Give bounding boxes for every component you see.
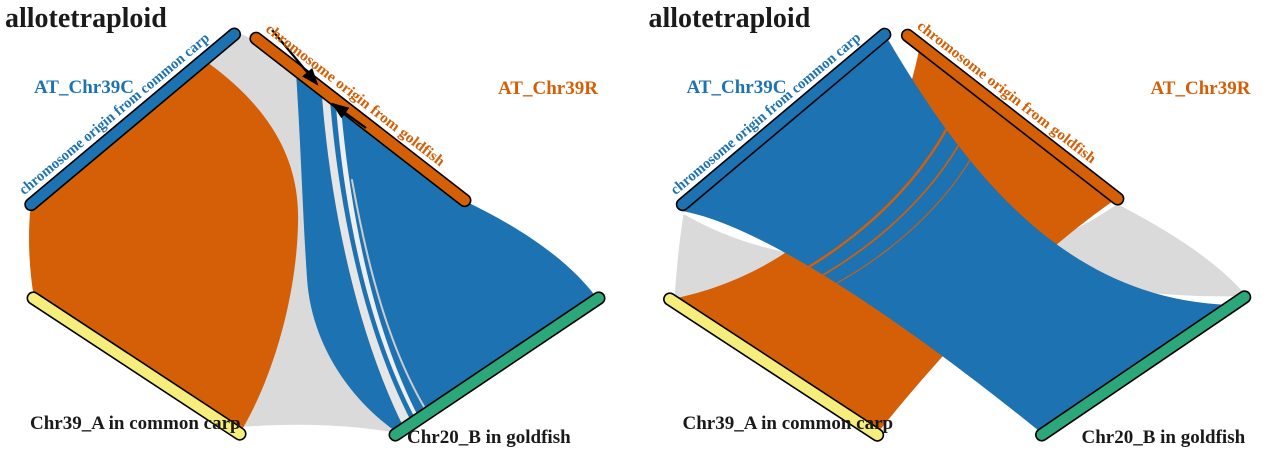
chr20b-label: Chr20_B in goldfish xyxy=(1082,427,1246,448)
white-strand-separator xyxy=(261,432,395,442)
at-chr39c-bar xyxy=(675,27,892,212)
chr39a-label: Chr39_A in common carp xyxy=(683,413,894,434)
figure-panel-right: allotetraploid AT_Chr39C chromosome orig… xyxy=(649,3,1252,448)
gray-sliver-stripe xyxy=(322,96,412,428)
chr39a-bar xyxy=(663,292,885,442)
orange-strand xyxy=(753,111,994,319)
chr39a-bar xyxy=(26,291,247,441)
gray-sliver-stripe xyxy=(351,179,427,411)
orange-synteny-ribbon xyxy=(29,62,299,433)
at-chr39r-label: AT_Chr39R xyxy=(1151,78,1251,99)
chr20b-bar xyxy=(388,291,606,442)
at-chr39c-label: AT_Chr39C xyxy=(34,77,134,98)
annotation-arrow-icon xyxy=(271,29,319,86)
chr20b-label: Chr20_B in goldfish xyxy=(407,427,571,448)
at-chr39c-bar xyxy=(24,27,242,212)
chr20b-bar xyxy=(1035,290,1252,442)
panel-title: allotetraploid xyxy=(5,3,167,34)
orange-strand xyxy=(723,86,966,308)
white-strand-separator xyxy=(248,426,392,438)
at-chr39c-label: AT_Chr39C xyxy=(687,77,787,98)
at-chr39r-label: AT_Chr39R xyxy=(498,78,598,99)
annotation-arrow-icon xyxy=(331,102,367,129)
panel-title: allotetraploid xyxy=(649,3,811,34)
chr39a-label: Chr39_A in common carp xyxy=(30,413,241,434)
figure-panel-left: allotetraploid AT_Chr39C chromosome orig… xyxy=(5,3,606,448)
blue-synteny-ribbon xyxy=(681,37,1231,433)
at-chr39r-bar xyxy=(900,28,1125,206)
orange-strand xyxy=(738,99,981,313)
